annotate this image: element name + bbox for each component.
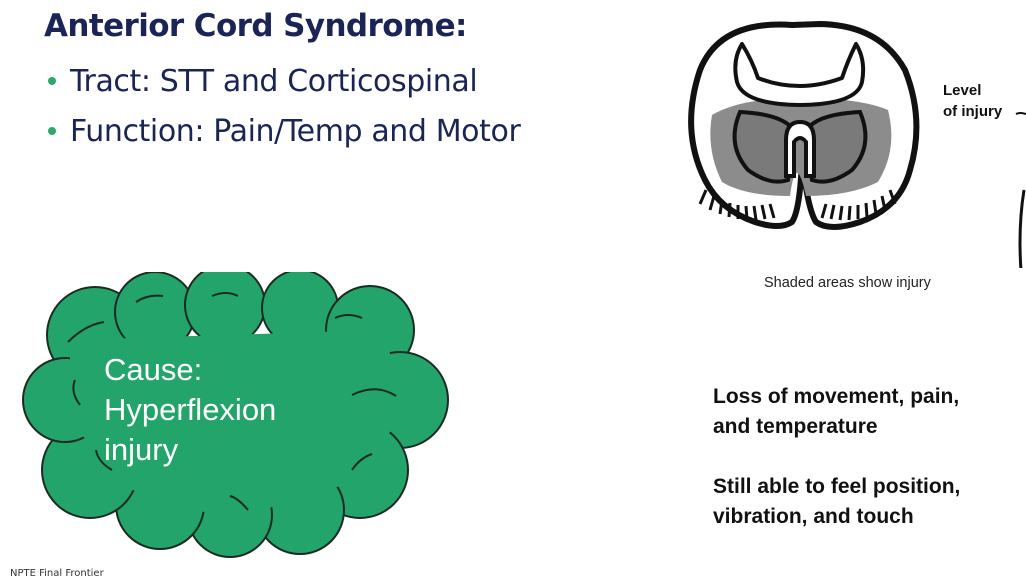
still-line: Still able to feel position,	[713, 475, 961, 498]
bullet-item: Tract: STT and Corticospinal	[44, 60, 520, 110]
diagram-caption: Shaded areas show injury	[764, 275, 931, 291]
spinal-cord-diagram	[688, 21, 1026, 268]
left-anterior-horn	[732, 109, 795, 184]
dorsal-horns	[733, 42, 866, 107]
level-label-line: Level	[943, 82, 982, 99]
cloud-line: Cause:	[104, 352, 203, 387]
ventral-tick-marks	[698, 189, 897, 221]
body-outline-fragment	[1018, 189, 1026, 268]
right-anterior-horn	[805, 109, 868, 184]
still-line: vibration, and touch	[713, 505, 914, 528]
central-canal	[784, 119, 816, 178]
bullet-marker	[48, 77, 56, 85]
cloud-line: injury	[104, 432, 179, 467]
level-label-line: of injury	[943, 103, 1003, 120]
bullet-text: Function: Pain/Temp and Motor	[70, 114, 521, 149]
loss-line: Loss of movement, pain,	[713, 385, 960, 408]
bullet-text: Tract: STT and Corticospinal	[70, 64, 478, 99]
loss-line: and temperature	[713, 415, 878, 438]
bullet-item: Function: Pain/Temp and Motor	[44, 110, 521, 160]
cause-cloud-text: Cause: Hyperflexion injury	[104, 350, 354, 470]
level-of-injury-label: Level of injury	[943, 80, 1023, 122]
retained-function-description: Still able to feel position, vibration, …	[713, 472, 1023, 532]
cloud-line: Hyperflexion	[104, 392, 277, 427]
loss-description: Loss of movement, pain, and temperature	[713, 382, 1023, 442]
level-pointer	[1015, 112, 1026, 115]
cause-cloud-shape	[22, 272, 449, 558]
footer-text: NPTE Final Frontier	[10, 568, 104, 579]
slide-title: Anterior Cord Syndrome:	[44, 8, 467, 44]
bullet-list: Tract: STT and Corticospinal Function: P…	[44, 60, 521, 160]
bullet-marker	[48, 127, 56, 135]
